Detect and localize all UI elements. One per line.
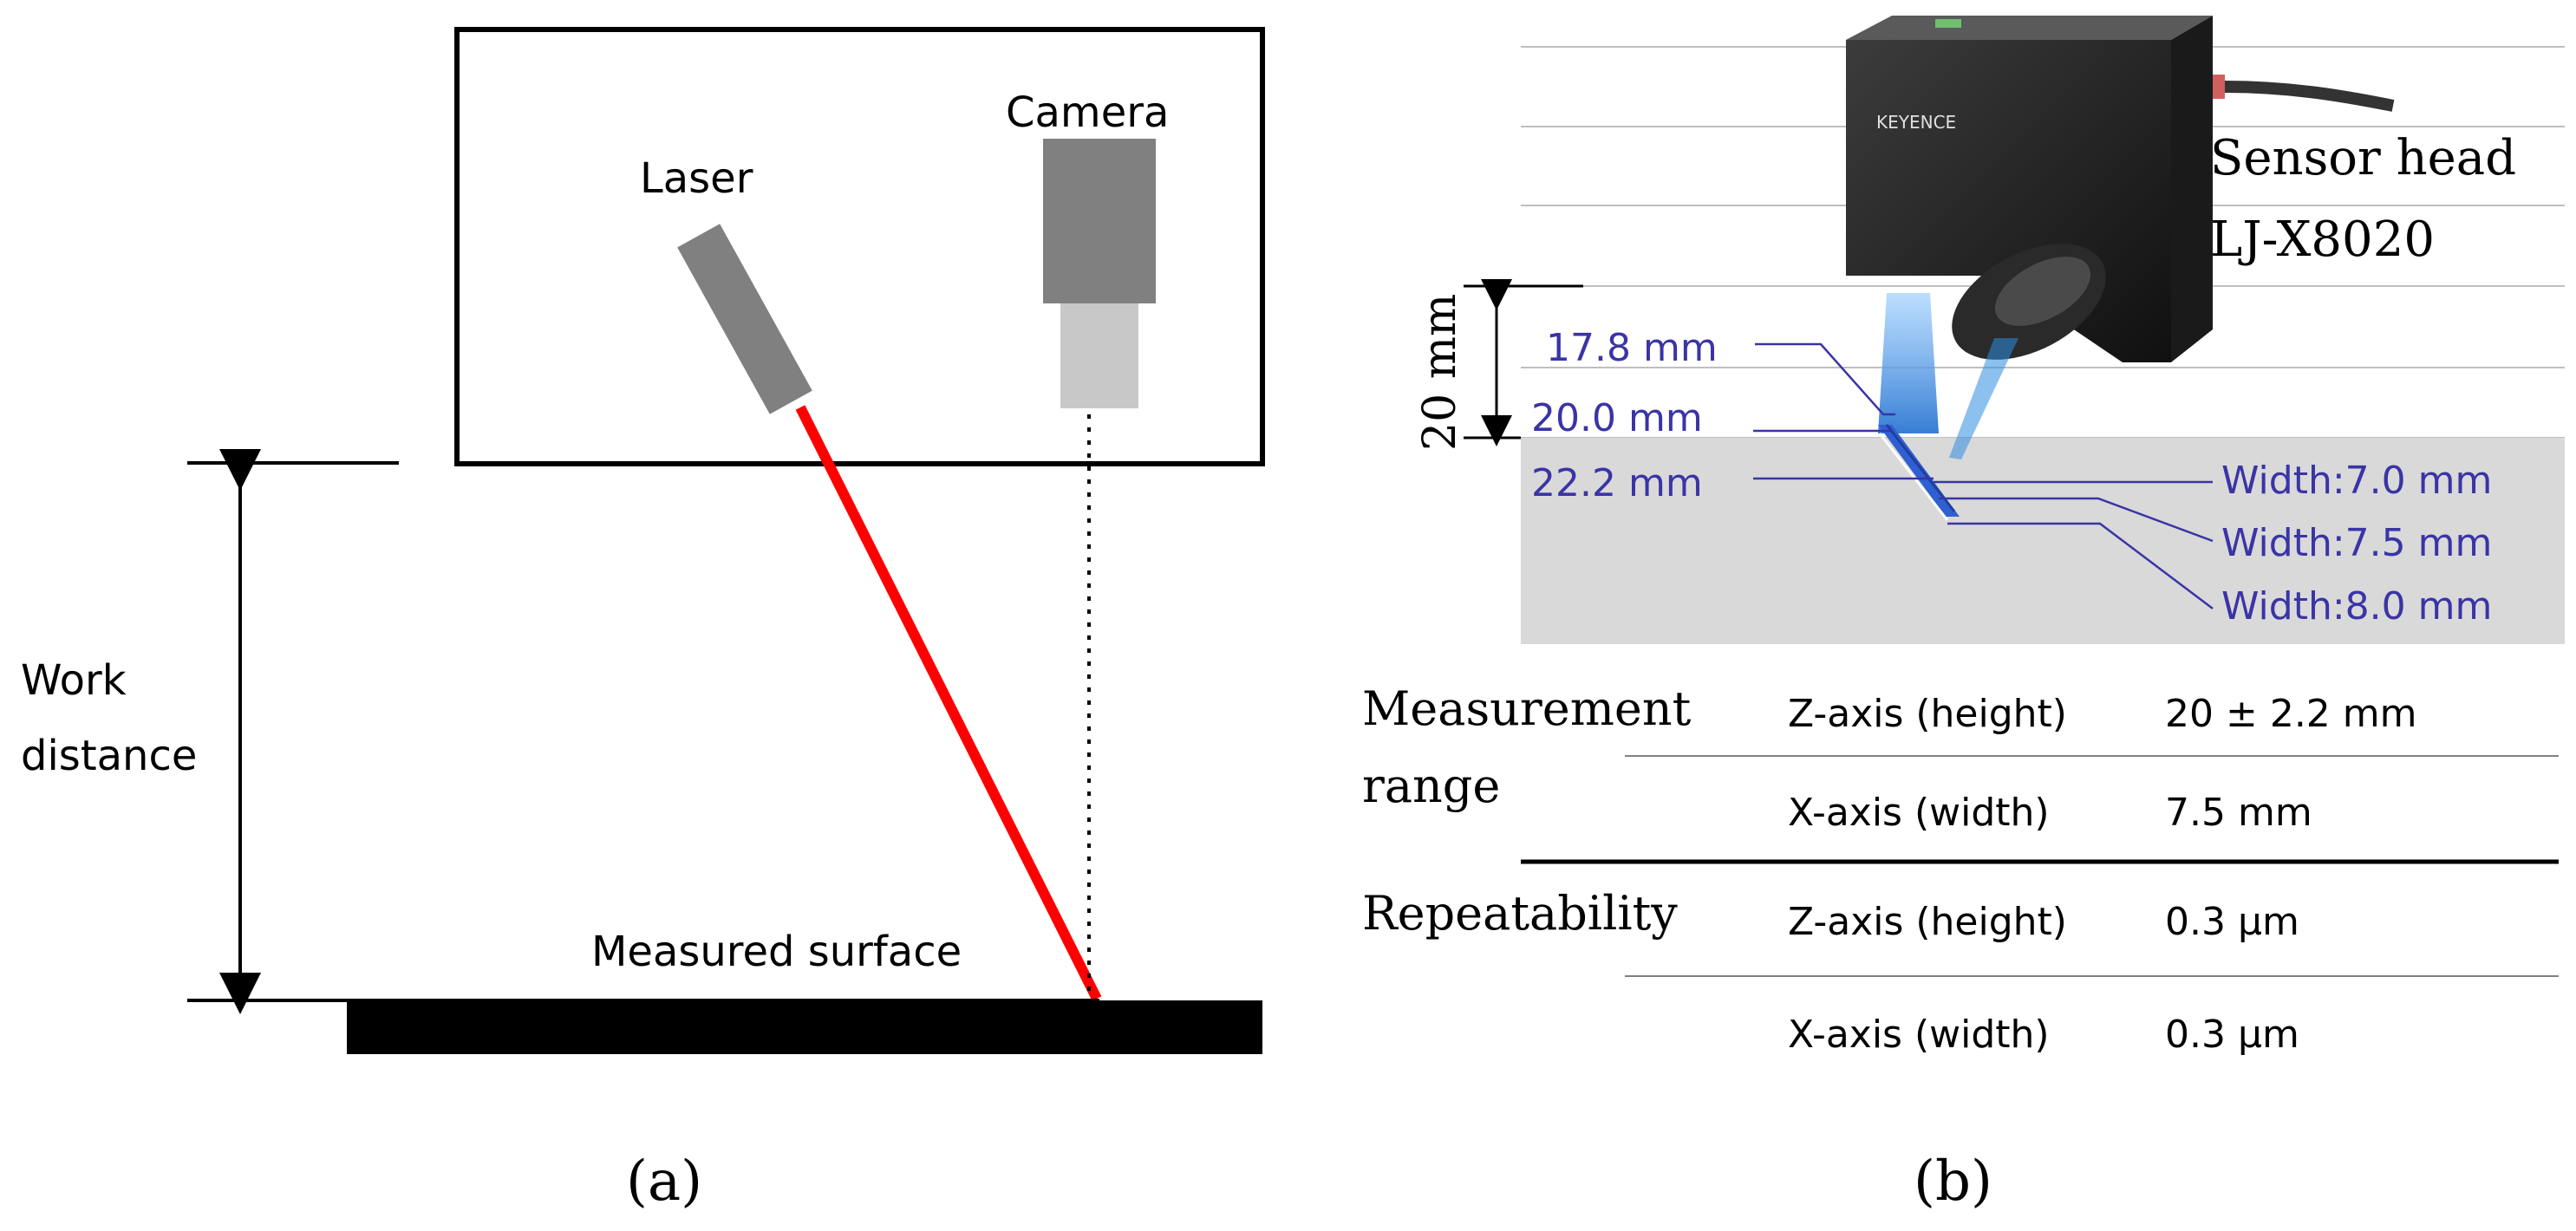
sensor-model-label: LJ-X8020 bbox=[2210, 212, 2435, 268]
work-distance-label-2: distance bbox=[21, 732, 197, 780]
distance-annotations: 17.8 mm 20.0 mm 22.2 mm bbox=[1531, 326, 1934, 505]
spec-value-x-2: 0.3 μm bbox=[2165, 1013, 2299, 1057]
target-surface bbox=[1521, 438, 2565, 644]
camera-lens bbox=[1060, 303, 1138, 408]
spec-axis-z-2: Z-axis (height) bbox=[1788, 900, 2067, 944]
laser-body bbox=[677, 224, 812, 414]
laser-label: Laser bbox=[640, 154, 753, 203]
spec-axis-x-2: X-axis (width) bbox=[1788, 1013, 2050, 1057]
panel-b: KEYENCE Sensor head LJ-X8020 20 mm 17.8 … bbox=[1362, 16, 2565, 1214]
spec-axis-z-1: Z-axis (height) bbox=[1788, 692, 2067, 736]
distance-17-8: 17.8 mm bbox=[1546, 326, 1718, 370]
measured-surface-label: Measured surface bbox=[591, 928, 962, 976]
spec-value-z-1: 20 ± 2.2 mm bbox=[2165, 692, 2417, 736]
sensor-name-label: Sensor head bbox=[2210, 130, 2516, 186]
spec-value-x-1: 7.5 mm bbox=[2165, 791, 2312, 835]
spec-axis-x-1: X-axis (width) bbox=[1788, 791, 2050, 835]
spec-group-measurement-1: Measurement bbox=[1362, 681, 1692, 736]
width-8-0: Width:8.0 mm bbox=[2221, 584, 2492, 629]
spec-value-z-2: 0.3 μm bbox=[2165, 900, 2299, 944]
distance-20-0: 20.0 mm bbox=[1531, 396, 1703, 440]
width-annotations: Width:7.0 mm Width:7.5 mm Width:8.0 mm bbox=[1934, 459, 2492, 629]
spec-group-repeatability: Repeatability bbox=[1362, 886, 1678, 941]
laser-beam bbox=[795, 405, 1102, 1001]
width-7-5: Width:7.5 mm bbox=[2221, 521, 2492, 565]
work-distance-label-1: Work bbox=[21, 656, 127, 705]
camera-body bbox=[1043, 139, 1156, 303]
dim-label: 20 mm bbox=[1414, 294, 1466, 451]
spec-table: Measurement range Z-axis (height) 20 ± 2… bbox=[1362, 681, 2559, 1057]
distance-22-2: 22.2 mm bbox=[1531, 461, 1703, 505]
caption-b: (b) bbox=[1914, 1150, 1992, 1214]
sensor-housing bbox=[454, 27, 1265, 466]
caption-a: (a) bbox=[626, 1150, 702, 1214]
panel-a: Laser Camera Work distance Measured surf… bbox=[21, 27, 1265, 1214]
sensor-head: KEYENCE bbox=[1846, 16, 2395, 362]
measured-surface bbox=[347, 1000, 1262, 1054]
laser-beam-fan bbox=[1878, 293, 1939, 433]
reflected-beam bbox=[1949, 338, 2018, 459]
spec-group-measurement-2: range bbox=[1362, 759, 1500, 813]
camera-label: Camera bbox=[1006, 88, 1169, 137]
sensor-brand: KEYENCE bbox=[1876, 112, 1956, 133]
width-7-0: Width:7.0 mm bbox=[2221, 459, 2492, 503]
